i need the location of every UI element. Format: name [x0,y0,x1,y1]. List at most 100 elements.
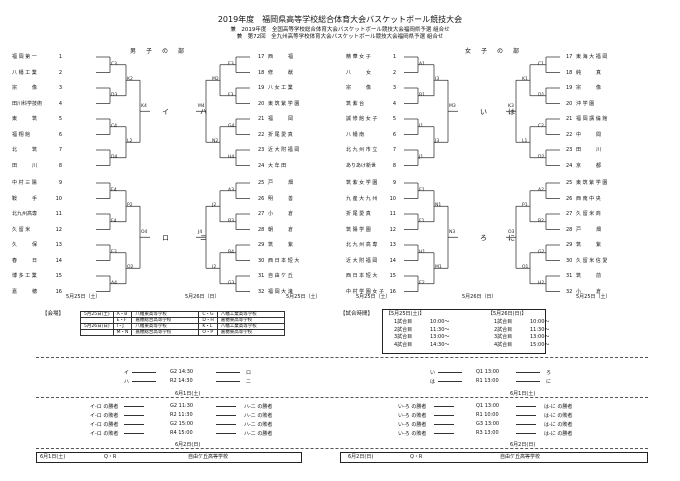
girls-left-game-code: H1 [419,249,426,255]
girls-right-game-code: G2 [538,249,545,255]
team-number: 4 [392,100,396,107]
match-line [216,433,236,434]
team-number: 31 [566,273,573,279]
match-left: い-ろ の敗者 [398,413,427,419]
team-number: 28 [258,226,265,233]
team-name: 筑 陽 学 園 [346,226,371,233]
girls-right-game-code: H2 [538,280,545,286]
girls-left-game-code: E1 [419,187,425,193]
match-line [516,406,536,407]
team-number: 12 [389,226,396,233]
time-start: 13:00～ [430,334,450,340]
boys-left-game-code: E3 [111,249,117,255]
boys-right-game-code: G4 [228,123,235,129]
boys-left-date: 5月25日（土） [66,294,101,300]
venue-cell: 嘉穂東高等学校 [216,329,285,336]
boys-left-team-14: 春 日 14 [12,258,62,264]
team-name: 福 岡 [268,116,294,122]
time-game-label: 1試合目 [394,319,413,325]
team-name: 東 筑 [12,116,38,122]
team-number: 19 [566,85,573,91]
footer-left-school: 自由ケ丘高等学校 [188,454,229,460]
boys-right-game-code: I2 [212,265,217,271]
time-box [382,309,546,354]
girls-section-title: 女 子 の 部 [465,48,522,55]
boys-right-game-code: J2 [212,203,217,209]
girls-right-game-code: D2 [538,154,545,160]
team-name: 西 南 中 央 [576,195,601,202]
team-number: 16 [55,288,62,295]
match-line [434,406,454,407]
time-start: 11:30～ [430,326,450,333]
venue-cell: O・P [198,329,218,336]
boys-left-game-code: L2 [127,139,133,145]
match-line [216,406,236,407]
match-court-time: R2 11:30 [170,412,193,418]
boys-center-date: 5月26日（日） [185,294,220,300]
match-left: い-ろ の勝者 [398,422,427,428]
boys-left-game-code: K4 [141,104,147,110]
match-court-time: G2 15:00 [170,421,194,427]
boys-left-game-code: E4 [111,187,117,193]
team-name: 久 留 米 商 [576,211,601,217]
team-name: 久 保 [12,242,38,248]
team-name: 福 岡 第 一 [12,54,37,60]
team-number: 8 [392,162,396,169]
team-name: 久 留 米 信 愛 [576,257,608,264]
match-line [124,424,144,425]
match-left: は [430,379,436,385]
team-number: 6 [392,131,396,138]
team-number: 27 [258,211,265,217]
match-right: ニ [246,379,252,385]
match-line [216,415,236,416]
venue-cell [80,329,114,336]
girls-right-game-code: C2 [538,123,545,129]
match-line [438,381,462,382]
team-name: 精 華 女 子 [346,54,371,60]
team-name: 東 海 大 福 岡 [576,54,608,60]
team-name: 大 牟 田 [268,162,287,169]
team-name: 北 筑 [12,147,38,153]
team-number: 15 [389,273,396,279]
team-name: 自 由 ケ 丘 [268,273,293,279]
team-name: 中 村 三 陽 [12,180,37,186]
girls-left-block-label: い [480,108,487,117]
match-left: イ-ロ の敗者 [90,431,119,437]
team-number: 8 [58,162,62,169]
team-number: 18 [258,69,265,76]
footer-left-date: 6月1日(土) [40,454,66,460]
boys-right-date: 5月25日（土） [286,294,321,300]
match-court-time: R1 13:00 [476,378,499,384]
boys-right-game-code: F3 [228,92,234,98]
footer-box-right [340,452,648,463]
team-number: 2 [392,69,396,76]
match-line [516,424,536,425]
match-right: ハ-ニ の敗者 [244,413,273,419]
team-number: 1 [392,54,396,60]
team-number: 13 [389,242,396,248]
match-court-time: G2 11:30 [170,403,194,409]
boys-left-game-code: A4 [111,280,117,286]
team-name: 春 日 [12,257,38,264]
team-name: 宗 像 [346,85,372,91]
venue-cell: M・N [112,329,133,336]
match-left: イ [124,370,130,376]
team-number: 14 [55,257,62,264]
team-number: 23 [566,147,573,153]
match-line [516,381,540,382]
team-number: 28 [566,226,573,233]
team-number: 26 [566,195,573,202]
